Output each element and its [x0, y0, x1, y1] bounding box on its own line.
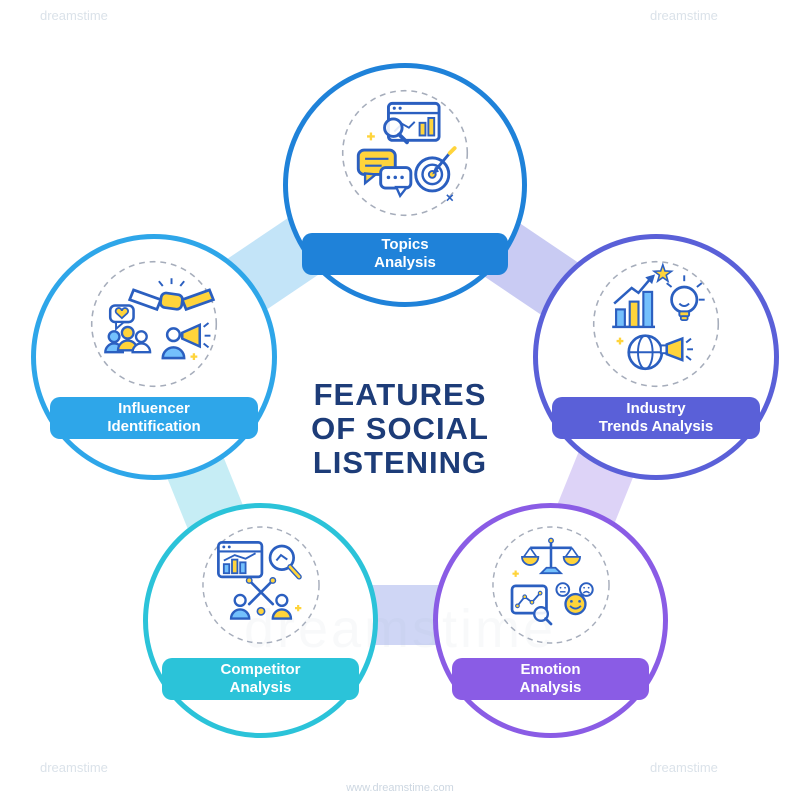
announcer-megaphone-icon — [161, 322, 211, 360]
sparkle-icon — [511, 570, 519, 577]
label-line: Analysis — [229, 679, 292, 696]
audience-heart-icon — [104, 304, 152, 354]
sparkle-icon — [190, 353, 198, 361]
node-emotion-analysis: Emotion Analysis — [433, 503, 668, 738]
label-banner-topics-analysis: Topics Analysis — [302, 233, 508, 275]
watermark-text: dreamstime — [650, 8, 718, 23]
label-line: Identification — [107, 418, 201, 435]
sparkle-icon — [294, 604, 301, 612]
growth-chart-star-icon — [612, 262, 674, 329]
title-line-3: LISTENING — [312, 445, 488, 480]
node-influencer-identification: Influencer Identification — [31, 234, 277, 480]
balance-scale-icon — [520, 537, 581, 575]
chat-bubbles-icon — [356, 148, 413, 199]
label-line: Trends Analysis — [598, 418, 714, 435]
page-title: FEATURES OF SOCIAL LISTENING — [255, 378, 545, 480]
magnifier-icon — [268, 544, 302, 580]
sparkle-icon — [367, 132, 375, 141]
node-topics-analysis: Topics Analysis — [283, 63, 527, 307]
label-line: Industry — [626, 400, 686, 417]
label-line: Emotion — [520, 661, 581, 678]
label-banner-emotion-analysis: Emotion Analysis — [452, 658, 649, 700]
label-line: Analysis — [374, 254, 436, 271]
emoji-faces-icon — [554, 582, 594, 616]
label-banner-competitor-analysis: Competitor Analysis — [162, 658, 359, 700]
rivals-crossed-swords-icon — [229, 577, 292, 620]
label-line: Topics — [381, 236, 429, 253]
label-line: Influencer — [118, 400, 190, 417]
node-competitor-analysis: Competitor Analysis — [143, 503, 378, 738]
topics-analysis-icons — [341, 89, 469, 217]
lightbulb-icon — [666, 275, 705, 321]
sparkle-icon — [616, 337, 624, 345]
watermark-text: dreamstime — [650, 760, 718, 775]
industry-trends-analysis-icons — [592, 260, 720, 388]
sentiment-chart-icon — [510, 584, 552, 626]
watermark-url: www.dreamstime.com — [346, 782, 454, 794]
watermark-text: dreamstime — [40, 760, 108, 775]
emotion-analysis-icons — [491, 526, 610, 644]
label-line: Competitor — [220, 661, 301, 678]
chart-window-icon — [216, 541, 263, 579]
handshake-icon — [127, 278, 216, 312]
globe-megaphone-icon — [627, 334, 693, 371]
label-banner-industry-trends-analysis: Industry Trends Analysis — [552, 397, 760, 439]
title-line-2: OF SOCIAL — [311, 411, 489, 446]
watermark-text: dreamstime — [40, 8, 108, 23]
label-line: Analysis — [519, 679, 582, 696]
label-banner-influencer-identification: Influencer Identification — [50, 397, 258, 439]
node-industry-trends-analysis: Industry Trends Analysis — [533, 234, 779, 480]
influencer-identification-icons — [90, 260, 218, 388]
target-arrow-icon — [414, 146, 457, 193]
search-icon — [383, 117, 409, 145]
sparkle-icon — [446, 194, 454, 202]
competitor-analysis-icons — [201, 526, 320, 644]
title-line-1: FEATURES — [313, 377, 487, 412]
